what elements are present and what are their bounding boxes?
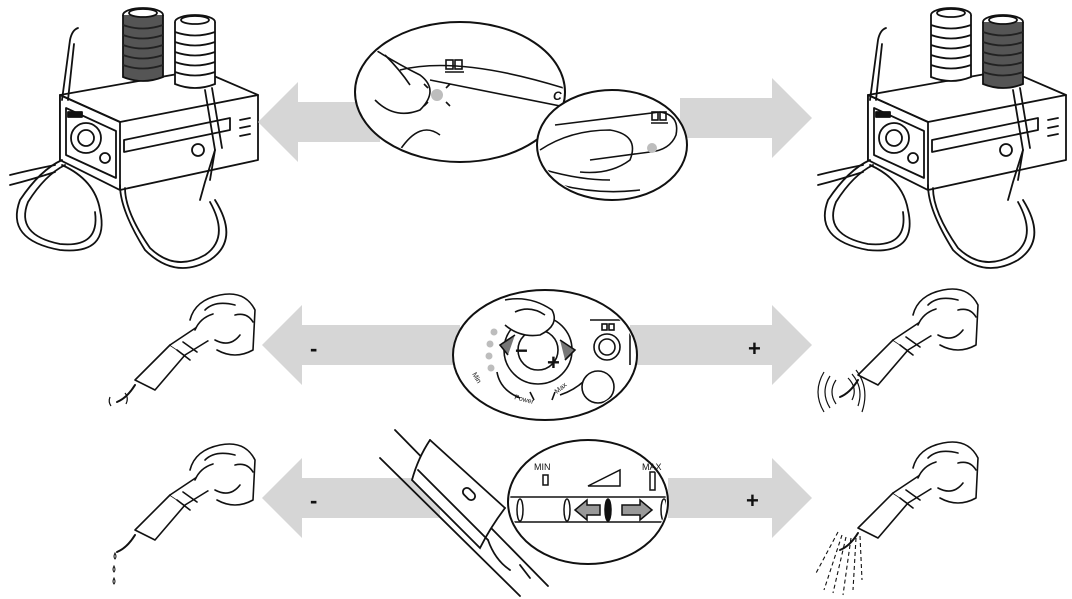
row3-left-hand — [116, 443, 256, 553]
row1-zoom-left: C — [354, 21, 566, 163]
row3-right-arrow — [668, 458, 812, 538]
row1-right-device — [817, 7, 1067, 269]
row2-plus-label: + — [748, 336, 761, 361]
device-icon — [445, 59, 464, 73]
row3-plus-label: + — [746, 488, 759, 513]
row3-right-hand — [839, 441, 979, 551]
water-decrease-arrow[interactable] — [573, 498, 601, 522]
dial-minus-symbol: − — [515, 338, 528, 363]
row2-left-hand — [116, 293, 256, 403]
bottle-icon — [982, 14, 1024, 89]
row2-power-dial-zoom: − + Min Power Max — [452, 289, 638, 421]
row3-minus-label: - — [310, 488, 317, 513]
row1-right-arrow — [680, 78, 812, 158]
row2-left-arrow — [262, 305, 460, 385]
row3-handpiece-tube — [379, 429, 549, 597]
bottle-icon — [930, 7, 972, 82]
vibration-icon — [817, 369, 866, 413]
row2-right-arrow — [630, 305, 812, 385]
row3-left-arrow — [262, 458, 440, 538]
device-icon — [651, 111, 668, 124]
led-indicator — [431, 89, 443, 101]
row2-right-hand — [839, 288, 979, 398]
bottle-icon — [122, 7, 164, 82]
vibration-icon — [108, 392, 128, 407]
svg-text:C: C — [553, 89, 562, 103]
scale-min-label: MIN — [534, 462, 551, 472]
row2-minus-label: - — [310, 336, 317, 361]
water-spray-icon — [814, 531, 863, 596]
led-indicator — [647, 143, 657, 153]
row1-left-arrow — [258, 82, 380, 162]
device-icon — [601, 323, 615, 331]
row1-left-device — [9, 7, 259, 269]
bottle-icon — [174, 14, 216, 89]
row3-water-scale-zoom: MIN MAX — [507, 439, 669, 565]
scale-max-label: MAX — [642, 462, 662, 472]
row1-zoom-right — [536, 89, 688, 201]
water-increase-arrow[interactable] — [621, 498, 654, 522]
dial-min-label: Min — [470, 372, 482, 385]
dial-plus-symbol: + — [547, 350, 560, 375]
water-drop-icon — [112, 551, 117, 585]
